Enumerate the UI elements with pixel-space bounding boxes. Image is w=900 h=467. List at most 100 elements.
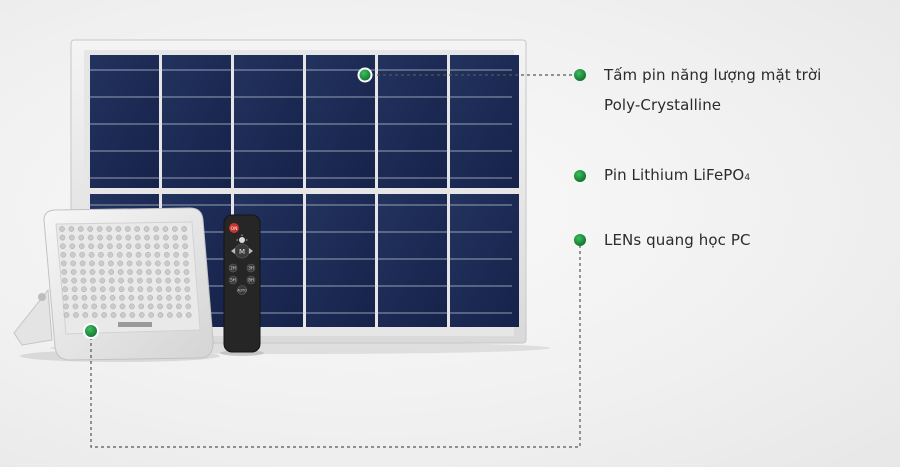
solar-cell <box>162 55 231 188</box>
led-chip <box>182 251 189 258</box>
led-chip <box>164 260 171 267</box>
led-chip <box>129 312 136 318</box>
lens-marker-dot <box>83 323 99 339</box>
led-chip <box>119 294 125 301</box>
led-chip <box>59 234 66 241</box>
led-chip <box>144 234 150 241</box>
led-chip <box>106 226 112 232</box>
led-chip <box>145 251 151 258</box>
led-chip <box>73 312 79 318</box>
led-chip <box>77 226 84 232</box>
led-chip <box>154 260 161 267</box>
led-chip <box>147 303 154 310</box>
led-chip <box>82 312 89 318</box>
led-chip <box>172 234 179 241</box>
led-chip <box>181 234 188 241</box>
led-chip <box>109 294 116 301</box>
solar-cell <box>90 55 159 188</box>
led-chip <box>146 286 153 293</box>
led-chip <box>163 234 169 241</box>
callout-markers <box>83 67 586 339</box>
led-chip <box>99 269 105 275</box>
led-chip <box>119 303 126 310</box>
led-chip <box>127 277 134 284</box>
led-chip <box>163 243 170 250</box>
led-chip <box>68 226 75 232</box>
remote-timer-label: 8H <box>248 278 254 283</box>
led-chip <box>69 234 75 241</box>
led-chip <box>136 269 143 275</box>
led-chip <box>61 269 68 275</box>
led-chip <box>101 312 107 318</box>
led-chip <box>156 286 162 293</box>
remote-timer-label: 5H <box>230 278 236 283</box>
led-chip <box>175 294 182 301</box>
led-chip <box>61 277 68 284</box>
led-chip <box>184 277 190 284</box>
feature-battery-text: Pin Lithium LiFePO <box>604 166 745 184</box>
led-chip <box>60 243 66 250</box>
led-chip <box>109 286 116 293</box>
solar-cell <box>378 194 447 327</box>
led-chip <box>156 294 163 301</box>
led-chip <box>110 312 117 318</box>
led-chip <box>157 303 163 310</box>
feature-panel-line1: Tấm pin năng lượng mặt trời <box>604 66 822 84</box>
led-chip <box>126 260 133 267</box>
led-chip <box>60 260 67 267</box>
solar-panel-wires <box>88 69 512 314</box>
led-chip <box>90 286 97 293</box>
led-chip <box>116 234 122 241</box>
led-chip <box>128 286 134 293</box>
flood-light <box>13 207 220 362</box>
led-chip <box>79 251 86 258</box>
led-chip <box>164 269 171 275</box>
led-chip <box>107 260 114 267</box>
led-chip <box>98 251 104 258</box>
led-chip <box>70 269 77 275</box>
led-chip <box>69 243 76 250</box>
remote-on-label: ON <box>231 226 238 232</box>
led-chip <box>78 243 85 250</box>
panel-callout-dot <box>574 69 586 81</box>
led-chip <box>154 251 161 258</box>
led-chip <box>146 269 152 275</box>
led-chip <box>90 277 96 284</box>
led-chip <box>162 226 169 232</box>
leader-lines <box>90 74 581 448</box>
led-chip <box>79 260 86 267</box>
solar-cell <box>306 194 375 327</box>
led-chip <box>134 234 141 241</box>
led-chip <box>134 226 141 232</box>
remote-timer-button <box>228 275 238 285</box>
led-chip <box>88 243 94 250</box>
solar-cell-grid <box>90 55 519 327</box>
led-chip <box>176 312 183 318</box>
remote-left-arrow-icon <box>231 248 235 254</box>
solar-cell <box>378 55 447 188</box>
led-chip <box>146 277 153 284</box>
remote-auto-button <box>237 285 247 295</box>
remote-timer-button <box>228 263 238 273</box>
led-chip <box>97 243 104 250</box>
led-chip <box>128 294 135 301</box>
led-chip <box>175 286 181 293</box>
lamp-label-strip <box>118 322 152 327</box>
led-chip <box>125 234 132 241</box>
led-chip <box>98 260 105 267</box>
led-chip <box>110 303 116 310</box>
led-chip <box>88 251 95 258</box>
led-chip <box>183 260 189 267</box>
led-chip <box>185 312 192 318</box>
led-chip <box>63 312 70 318</box>
led-chip <box>59 226 65 232</box>
led-chip <box>100 303 107 310</box>
led-chip <box>62 286 69 293</box>
led-chip <box>115 226 122 232</box>
feature-lens: LENs quang học PC <box>604 231 751 249</box>
led-chip <box>108 277 115 284</box>
led-chip <box>129 303 135 310</box>
feature-battery: Pin Lithium LiFePO4 <box>604 166 750 184</box>
feature-panel-line2: Poly-Crystalline <box>604 96 722 114</box>
